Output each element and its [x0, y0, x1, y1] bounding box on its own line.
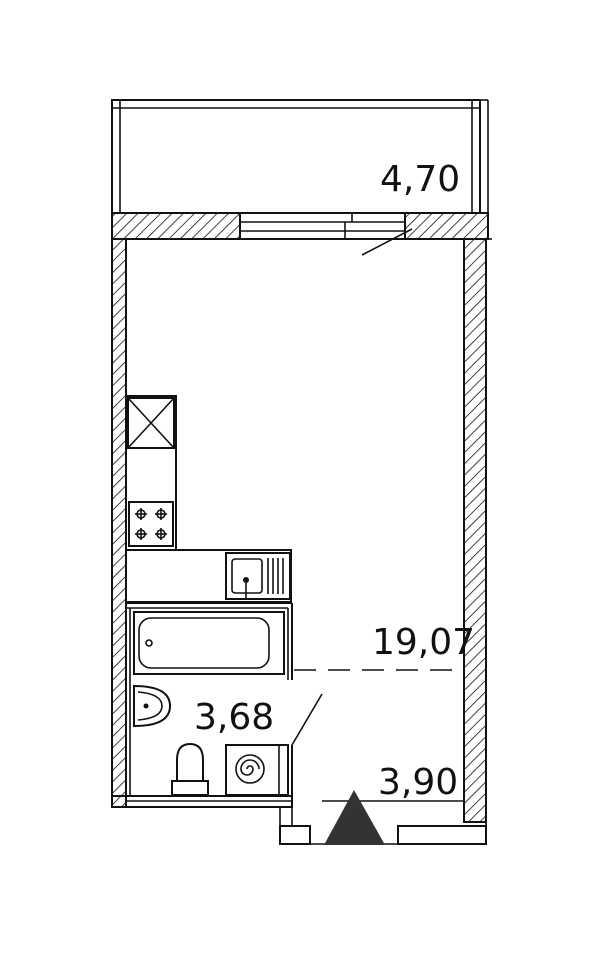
area-label-hall: 3,90 — [378, 762, 458, 803]
entrance-arrow-icon — [324, 790, 385, 845]
bathtub-icon — [133, 611, 285, 675]
bottom-wall — [111, 795, 487, 845]
stove-icon — [128, 501, 174, 547]
fridge-icon — [127, 397, 175, 449]
area-label-living: 19,07 — [372, 622, 475, 663]
toilet-icon — [171, 742, 209, 796]
top-wall — [111, 212, 489, 240]
balcony-door-swing — [361, 228, 413, 256]
area-label-bathroom: 3,68 — [194, 697, 274, 738]
left-wall — [111, 238, 127, 808]
bathroom-door-swing — [291, 693, 323, 746]
kitchen-counter — [125, 395, 292, 603]
boiler-icon — [225, 744, 289, 796]
area-label-balcony: 4,70 — [380, 159, 460, 200]
right-wall — [463, 238, 487, 823]
washbasin-icon — [133, 684, 172, 728]
sink-icon — [225, 552, 291, 600]
